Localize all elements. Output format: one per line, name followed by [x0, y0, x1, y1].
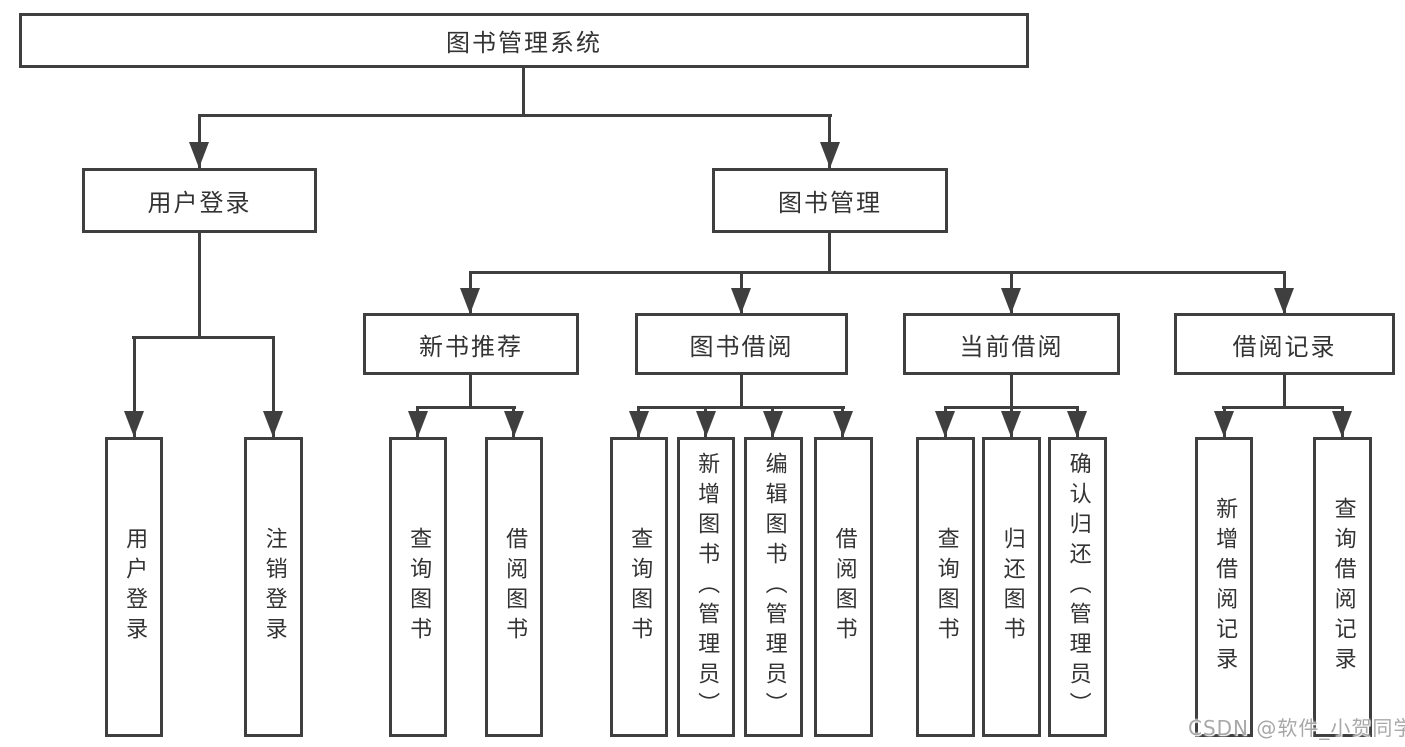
arrow-down-icon: [629, 411, 649, 437]
connector-new-book-stem: [469, 374, 472, 409]
arrow-down-icon: [833, 411, 853, 437]
connector-root-stem: [522, 66, 525, 117]
leaf-query-book-borrowing-label: 查询图书: [627, 527, 653, 647]
arrow-down-icon: [263, 411, 283, 437]
node-book-borrowing: 图书借阅: [635, 313, 848, 375]
arrow-down-icon: [1067, 411, 1087, 437]
node-user-login: 用户登录: [82, 168, 317, 233]
leaf-query-borrow-record-label: 查询借阅记录: [1330, 497, 1356, 677]
connector-to-user-login: [198, 115, 201, 168]
connector-level2-rail: [198, 114, 832, 117]
arrow-down-icon: [731, 288, 751, 314]
leaf-edit-book-admin: 编辑图书（管理员）: [744, 437, 803, 737]
connector-book-borrowing-stem: [740, 374, 743, 409]
connector-level3-rail: [469, 271, 1286, 274]
arrow-down-icon: [763, 411, 783, 437]
leaf-user-login-label: 用户登录: [122, 527, 148, 647]
connector-to-leaf-user-login: [133, 337, 136, 437]
node-current-borrowing: 当前借阅: [903, 313, 1120, 375]
leaf-query-book-borrowing: 查询图书: [610, 437, 668, 737]
connector-new-book-rail: [416, 406, 516, 409]
node-root: 图书管理系统: [19, 13, 1029, 68]
leaf-logout: 注销登录: [244, 437, 303, 737]
connector-to-leaf-logout: [272, 337, 275, 437]
leaf-add-book-admin-label: 新增图书（管理员）: [694, 452, 720, 722]
leaf-borrow-book-borrowing-label: 借阅图书: [831, 527, 857, 647]
leaf-confirm-return-admin-label: 确认归还（管理员）: [1065, 452, 1091, 722]
node-new-book-recommendation: 新书推荐: [363, 313, 579, 375]
leaf-query-borrow-record: 查询借阅记录: [1313, 437, 1372, 737]
leaf-return-book: 归还图书: [982, 437, 1041, 737]
arrow-down-icon: [408, 411, 428, 437]
connector-to-book-management: [828, 115, 831, 168]
arrow-down-icon: [504, 411, 524, 437]
leaf-query-book-current: 查询图书: [916, 437, 975, 737]
leaf-query-book-recommend-label: 查询图书: [406, 527, 432, 647]
arrow-down-icon: [820, 142, 840, 168]
leaf-user-login: 用户登录: [105, 437, 163, 737]
csdn-watermark: CSDN @软件_小贺同学: [1188, 716, 1405, 740]
leaf-borrow-book-recommend-label: 借阅图书: [502, 527, 528, 647]
leaf-query-book-recommend: 查询图书: [389, 437, 447, 737]
leaf-add-borrow-record: 新增借阅记录: [1195, 437, 1253, 737]
connector-user-login-rail: [132, 336, 275, 339]
leaf-edit-book-admin-label: 编辑图书（管理员）: [761, 452, 787, 722]
arrow-down-icon: [1332, 411, 1352, 437]
connector-current-borrowing-stem: [1010, 374, 1013, 409]
arrow-down-icon: [935, 411, 955, 437]
arrow-down-icon: [124, 411, 144, 437]
arrow-down-icon: [189, 142, 209, 168]
connector-book-borrowing-rail: [637, 406, 845, 409]
node-borrowing-records: 借阅记录: [1174, 313, 1395, 375]
arrow-down-icon: [1001, 411, 1021, 437]
arrow-down-icon: [1001, 288, 1021, 314]
leaf-borrow-book-recommend: 借阅图书: [485, 437, 543, 737]
connector-book-management-stem: [828, 231, 831, 274]
connector-borrowing-records-stem: [1283, 374, 1286, 409]
leaf-add-borrow-record-label: 新增借阅记录: [1212, 497, 1238, 677]
arrow-down-icon: [1274, 288, 1294, 314]
connector-borrowing-records-rail: [1222, 406, 1344, 409]
leaf-confirm-return-admin: 确认归还（管理员）: [1048, 437, 1107, 737]
leaf-query-book-current-label: 查询图书: [933, 527, 959, 647]
node-book-management: 图书管理: [712, 168, 948, 233]
leaf-borrow-book-borrowing: 借阅图书: [814, 437, 873, 737]
arrow-down-icon: [1214, 411, 1234, 437]
leaf-add-book-admin: 新增图书（管理员）: [677, 437, 735, 737]
leaf-return-book-label: 归还图书: [999, 527, 1025, 647]
leaf-logout-label: 注销登录: [261, 527, 287, 647]
arrow-down-icon: [696, 411, 716, 437]
arrow-down-icon: [460, 288, 480, 314]
connector-user-login-stem: [198, 231, 201, 339]
